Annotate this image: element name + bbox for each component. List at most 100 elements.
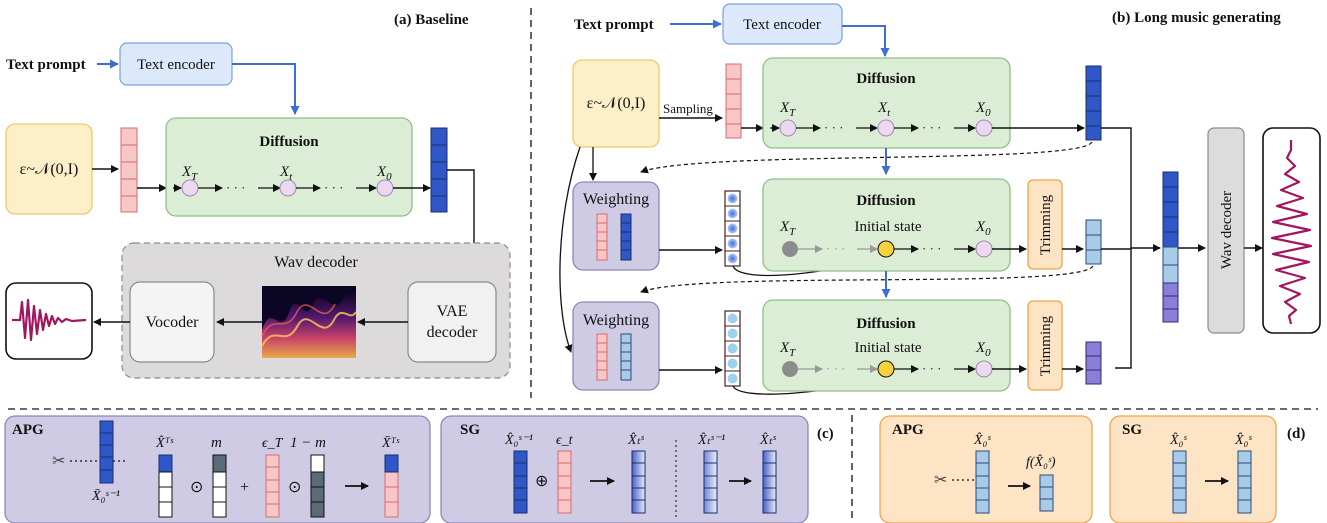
- svg-text:· · ·: · · ·: [922, 241, 942, 256]
- baseline-encoder-arrow: [232, 63, 300, 115]
- sg-c-oplus: ⊕: [535, 473, 548, 490]
- baseline-text-prompt: Text prompt: [6, 57, 86, 73]
- svg-text:· · ·: · · ·: [824, 120, 844, 135]
- long-trimming-label-1: Trimming: [1038, 194, 1054, 255]
- long-trimming-box-2: [1027, 300, 1063, 391]
- long-noise-box: [572, 59, 660, 148]
- svg-text:· · ·: · · ·: [922, 361, 942, 376]
- sg-d-x0-hat-a: X̂₀ˢ: [1169, 432, 1187, 448]
- long-diffusion-label-1: Diffusion: [856, 71, 916, 87]
- sg-c-xt-out-vector: [762, 450, 777, 514]
- sg-c-xt-prev-vector: [703, 450, 718, 514]
- apg-c-x0prev: X̄₀ˢ⁻¹: [91, 489, 120, 504]
- baseline-vocoder-label: Vocoder: [145, 314, 199, 331]
- apg-c-eps-vector: [265, 454, 280, 518]
- apg-c-inv-mask-vector: [310, 454, 325, 518]
- apg-d-title: APG: [892, 422, 924, 438]
- long-diffusion-box-3: [762, 299, 1011, 392]
- long-weighting-label-1: Weighting: [583, 191, 649, 208]
- sg-d-title: SG: [1122, 422, 1142, 438]
- long-trimming-box-1: [1027, 179, 1063, 270]
- baseline-noise-label: ε~𝒩(0,I): [20, 161, 79, 178]
- baseline-vae-line1: VAE: [437, 303, 468, 320]
- sg-c-xt-vector: [631, 450, 646, 514]
- sg-c-x0prev: X̂₀ˢ⁻¹: [504, 432, 533, 448]
- baseline-node-xt: [279, 179, 297, 197]
- long-initial-state-2: Initial state: [854, 340, 921, 356]
- sg-c-eps-t: ϵ_t: [556, 433, 574, 448]
- baseline-node-x0: [376, 179, 394, 197]
- long-weighted-vector-1: [724, 190, 741, 267]
- baseline-dots-2: · · ·: [324, 180, 344, 195]
- long-waveform-box: [1262, 127, 1321, 334]
- baseline-dots-1: · · ·: [226, 180, 246, 195]
- svg-text:· · ·: · · ·: [826, 361, 846, 376]
- long-wav-decoder-box: [1207, 127, 1245, 334]
- baseline-text-encoder-label: Text encoder: [137, 57, 215, 73]
- panel-c: APG ✂ X̄₀ˢ⁻¹ X̂ᵀˢ ⊙ m + ϵ_T: [4, 415, 834, 523]
- baseline-node-xT: [181, 179, 199, 197]
- long-text-encoder-box: [722, 3, 843, 45]
- apg-d-scissors-icon: ✂: [934, 470, 947, 489]
- sg-c-xt-prev: X̂ₜˢ⁻¹: [697, 432, 725, 448]
- long-output-vector-2: [1085, 219, 1102, 265]
- panel-b-title: (b) Long music generating: [1112, 10, 1281, 26]
- sg-c-box: [440, 415, 809, 523]
- baseline-xt-label: Xt: [279, 164, 293, 183]
- panel-d-label: (d): [1287, 426, 1305, 442]
- sg-c-xt-hat: X̂ₜˢ: [627, 432, 645, 448]
- baseline-vec-to-vae: [447, 169, 478, 279]
- panel-d: APG X̂₀ˢ ✂ f(X̂₀ˢ) SG X̂₀ˢ X̂₀ˢ (d: [879, 415, 1305, 523]
- long-diffusion-label-3: Diffusion: [856, 316, 916, 332]
- apg-d-x0-hat: X̂₀ˢ: [973, 432, 991, 448]
- baseline-vae-line2: decoder: [427, 324, 478, 341]
- baseline-wav-decoder-label: Wav decoder: [274, 254, 358, 271]
- sg-c-title: SG: [460, 422, 480, 438]
- long-diffusion-label-2: Diffusion: [856, 193, 916, 209]
- baseline-output-vector: [430, 127, 448, 213]
- baseline-vae-box: [407, 281, 497, 363]
- long-trimming-label-2: Trimming: [1038, 315, 1054, 376]
- baseline-waveform-icon: [12, 298, 87, 342]
- long-output-vector-3: [1085, 341, 1102, 385]
- apg-c-m: m: [211, 435, 222, 451]
- sg-c-xt-hat-2: X̂ₜˢ: [759, 432, 777, 448]
- long-text-prompt: Text prompt: [574, 17, 654, 33]
- long-weighted-vector-2: [724, 310, 741, 387]
- panel-c-label: (c): [817, 426, 834, 442]
- apg-c-epsT: ϵ_T: [262, 436, 284, 451]
- sg-c-x0-vector: [513, 450, 528, 514]
- baseline-noise-vector: [120, 127, 138, 213]
- apg-c-odot-1: ⊙: [190, 479, 203, 496]
- apg-c-title: APG: [12, 422, 44, 438]
- baseline-x0-label: X0: [376, 164, 392, 183]
- long-wav-decoder-label: Wav decoder: [1219, 191, 1235, 269]
- scissors-icon: ✂: [52, 451, 65, 470]
- baseline-spectrogram: [261, 286, 357, 358]
- long-weighting-box-1: [572, 181, 660, 271]
- sg-d-x0-vector-a: [1172, 450, 1187, 514]
- apg-c-one-minus-m: 1 − m: [290, 435, 326, 451]
- apg-c-odot-2: ⊙: [288, 479, 301, 496]
- long-weighting-box-2: [572, 301, 660, 391]
- long-output-vector-1: [1085, 65, 1102, 141]
- svg-text:· · ·: · · ·: [826, 241, 846, 256]
- svg-text:· · ·: · · ·: [922, 120, 942, 135]
- sg-d-box: [1109, 415, 1277, 523]
- apg-c-result-vector: [384, 454, 399, 518]
- apg-c-mask-vector: [212, 454, 227, 518]
- apg-d-f: f(X̂₀ˢ): [1026, 454, 1056, 470]
- long-initial-state-1: Initial state: [854, 219, 921, 235]
- apg-c-xT-bar: X̄ᵀˢ: [381, 436, 400, 451]
- apg-d-f-vector: [1039, 474, 1054, 512]
- baseline-diffusion-label: Diffusion: [259, 134, 319, 150]
- apg-c-xT-vector: [158, 454, 173, 518]
- sg-d-x0-hat-b: X̂₀ˢ: [1234, 432, 1252, 448]
- long-weighting-label-2: Weighting: [583, 312, 649, 329]
- panel-baseline: (a) Baseline Text prompt Text encoder ε~…: [5, 12, 511, 379]
- apg-c-xT-hat: X̂ᵀˢ: [155, 435, 174, 451]
- panel-a-title: (a) Baseline: [394, 12, 469, 28]
- panel-long-music: (b) Long music generating Text prompt Te…: [559, 3, 1321, 395]
- apg-d-x0-vector: [975, 450, 990, 514]
- apg-c-plus: +: [240, 479, 249, 496]
